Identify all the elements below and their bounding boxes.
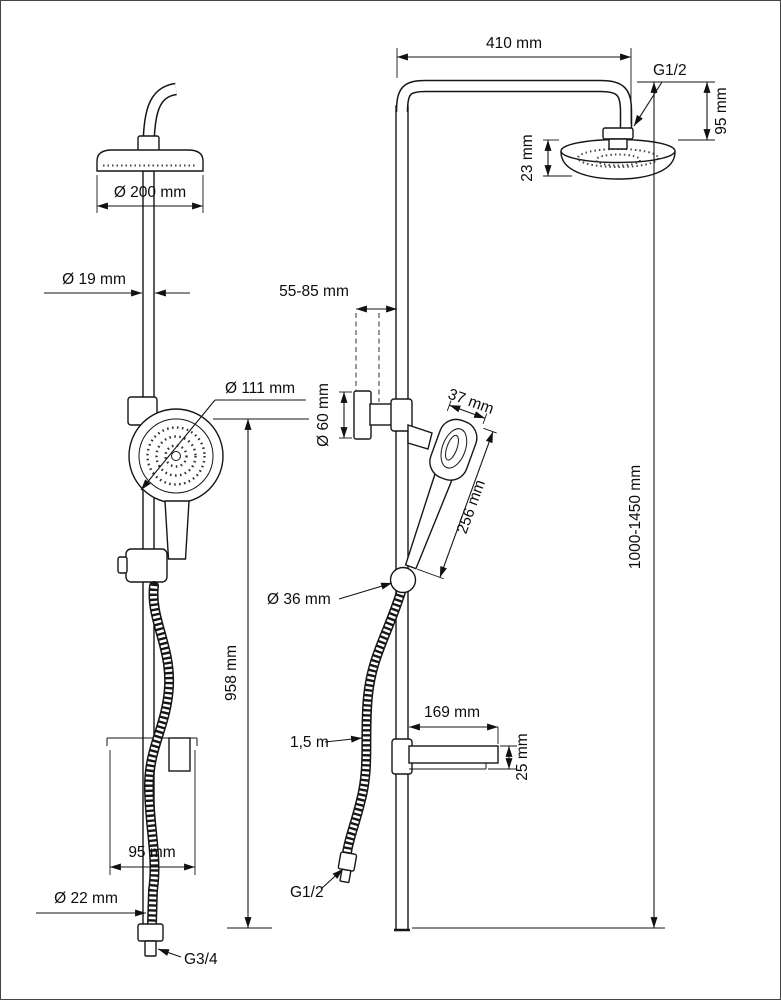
- dim-head-thickness-label: 23 mm: [519, 134, 536, 181]
- dim-bracket-diameter-label: Ø 60 mm: [315, 383, 332, 447]
- dim-arm-length-label: 410 mm: [486, 35, 542, 52]
- right-column-pipe: [395, 105, 409, 931]
- dim-top-thread-label: G1/2: [653, 62, 687, 79]
- bottom-connector: [137, 923, 164, 957]
- shelf-side: [106, 737, 198, 772]
- dim-shelf-depth: 95 mm: [109, 750, 196, 875]
- dim-pipe-diameter: Ø 19 mm: [44, 271, 190, 297]
- dim-hose-length: 1,5 m: [290, 734, 363, 751]
- dim-hose-length-label: 1,5 m: [290, 734, 329, 751]
- dim-total-height-label: 1000-1450 mm: [627, 465, 644, 569]
- left-hose: [143, 581, 175, 929]
- dim-head-drop-label: 95 mm: [713, 87, 730, 134]
- handset-head: [429, 418, 478, 481]
- dim-arm-length: 410 mm: [396, 35, 632, 124]
- dim-top-thread: G1/2: [633, 62, 687, 127]
- dim-slider-diameter: Ø 36 mm: [267, 582, 393, 608]
- dim-head-drop: 95 mm: [637, 81, 730, 141]
- dim-shelf-thickness-label: 25 mm: [514, 733, 531, 780]
- top-arm: [395, 79, 633, 128]
- left-head-nut: [137, 135, 160, 152]
- dim-shelf-thickness: 25 mm: [488, 733, 531, 781]
- dim-slider-diameter-label: Ø 36 mm: [267, 591, 331, 608]
- dim-head-diameter: Ø 200 mm: [96, 175, 204, 213]
- dim-total-height: 1000-1450 mm: [412, 82, 665, 929]
- right-view-dimensions: 410 mm G1/2 95 mm 23 mm 1000-1450 mm: [267, 35, 730, 929]
- dim-hose-diameter-label: Ø 22 mm: [54, 890, 118, 907]
- dim-bracket-offset: 55-85 mm: [279, 283, 397, 402]
- hand-shower-front: 37 mm 256 mm: [404, 386, 497, 580]
- dim-hand-shower-diameter-label: Ø 111 mm: [225, 380, 295, 397]
- dim-hand-shower-diameter: Ø 111 mm: [140, 380, 306, 491]
- hose-end-fitting: [337, 851, 358, 884]
- left-view-dimensions: Ø 200 mm Ø 19 mm Ø 111 mm 958 mm 95 mm: [36, 175, 309, 968]
- left-side-view: [96, 82, 224, 957]
- shelf-front: [391, 738, 499, 775]
- right-front-view: 37 mm 256 mm: [337, 79, 676, 932]
- dim-bracket-offset-label: 55-85 mm: [279, 283, 349, 300]
- left-handle: [164, 500, 190, 560]
- dim-column-height-label: 958 mm: [223, 645, 240, 701]
- dim-head-diameter-label: Ø 200 mm: [114, 184, 186, 201]
- left-wall-bracket: [117, 548, 168, 583]
- hand-shower-face: [128, 408, 224, 504]
- handset-handle: [404, 472, 453, 570]
- dim-shelf-width: 169 mm: [409, 704, 499, 744]
- dim-bottom-thread: G3/4: [157, 948, 218, 968]
- slider-knob: [389, 566, 417, 594]
- dim-head-thickness: 23 mm: [519, 134, 572, 182]
- dim-bracket-diameter: Ø 60 mm: [315, 383, 352, 447]
- right-hose: [337, 587, 406, 884]
- dim-column-height: 958 mm: [213, 418, 309, 929]
- dim-hose-thread: G1/2: [290, 868, 344, 901]
- head-connector-nut: [608, 138, 628, 150]
- wall-bracket: [353, 390, 413, 440]
- dim-bottom-thread-label: G3/4: [184, 951, 218, 968]
- dim-handset-length-label: 256 mm: [454, 478, 489, 536]
- dim-hose-diameter: Ø 22 mm: [36, 890, 146, 917]
- rain-head-front: [560, 127, 676, 180]
- rain-head-side: [96, 149, 204, 172]
- dim-shelf-depth-label: 95 mm: [128, 844, 175, 861]
- dim-hose-thread-label: G1/2: [290, 884, 324, 901]
- dim-pipe-diameter-label: Ø 19 mm: [62, 271, 126, 288]
- dim-shelf-width-label: 169 mm: [424, 704, 480, 721]
- handset-holder: [407, 424, 433, 450]
